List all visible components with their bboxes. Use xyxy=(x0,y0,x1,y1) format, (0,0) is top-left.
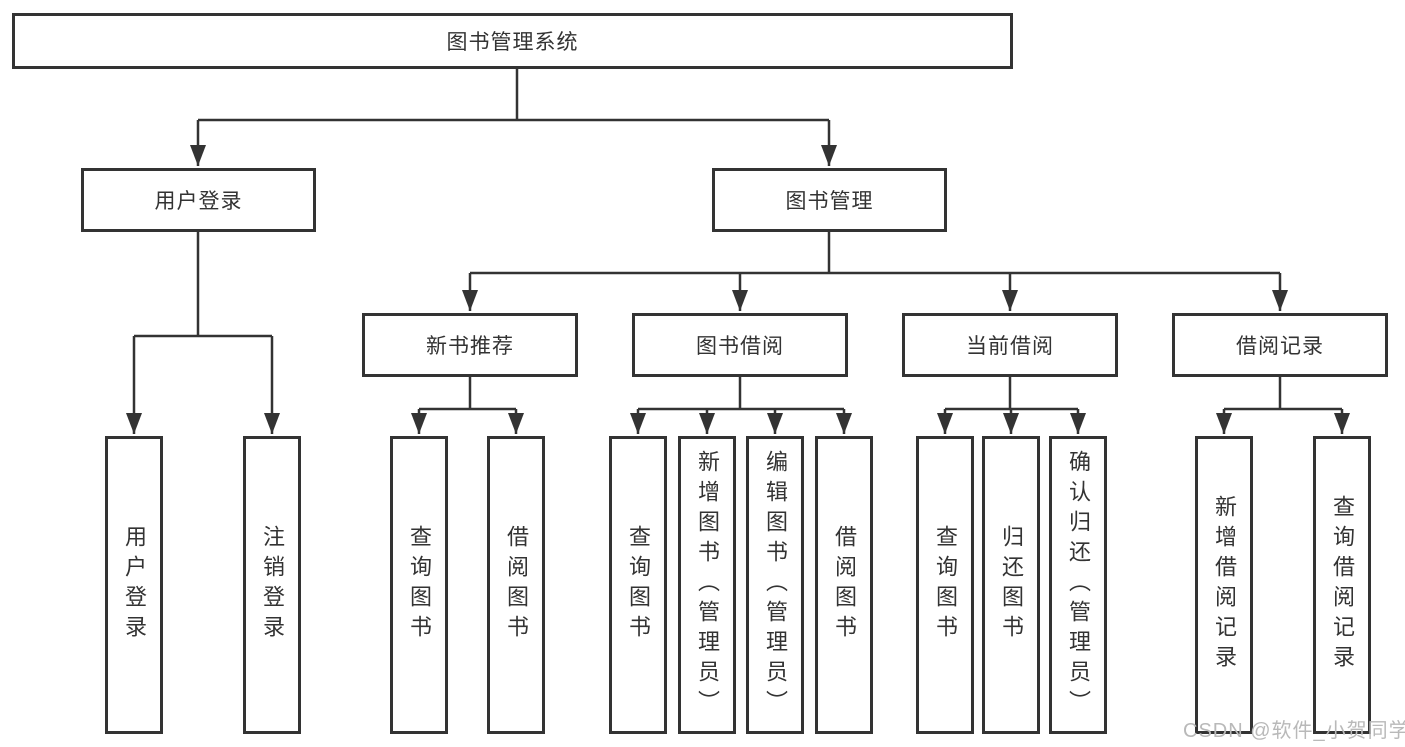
leaf-add-borrow-record: 新增借阅记录 xyxy=(1195,436,1253,734)
leaf-query-books-recommend-label: 查询图书 xyxy=(407,525,432,645)
leaf-user-login: 用户登录 xyxy=(105,436,163,734)
leaf-query-books-current-label: 查询图书 xyxy=(933,525,958,645)
node-user-login: 用户登录 xyxy=(81,168,316,232)
node-current-borrow: 当前借阅 xyxy=(902,313,1118,377)
node-borrow-records: 借阅记录 xyxy=(1172,313,1388,377)
leaf-return-book: 归还图书 xyxy=(982,436,1040,734)
leaf-query-borrow-record: 查询借阅记录 xyxy=(1313,436,1371,734)
connector-root-to-level2 xyxy=(190,69,837,166)
connector-current-borrow-children xyxy=(937,377,1086,434)
leaf-add-borrow-record-label: 新增借阅记录 xyxy=(1212,495,1237,675)
leaf-add-book-admin: 新增图书（管理员） xyxy=(678,436,736,734)
node-book-borrow: 图书借阅 xyxy=(632,313,848,377)
leaf-query-books-borrow: 查询图书 xyxy=(609,436,667,734)
node-book-management: 图书管理 xyxy=(712,168,947,232)
node-library-management-system: 图书管理系统 xyxy=(12,13,1013,69)
leaf-confirm-return-admin: 确认归还（管理员） xyxy=(1049,436,1107,734)
leaf-query-books-current: 查询图书 xyxy=(916,436,974,734)
leaf-user-login-label: 用户登录 xyxy=(122,525,147,645)
leaf-borrow-books-recommend: 借阅图书 xyxy=(487,436,545,734)
leaf-edit-book-admin-label: 编辑图书（管理员） xyxy=(763,450,788,720)
csdn-watermark: CSDN @软件_小贺同学 xyxy=(1183,720,1405,742)
leaf-logout-label: 注销登录 xyxy=(260,525,285,645)
leaf-confirm-return-admin-label: 确认归还（管理员） xyxy=(1066,450,1091,720)
leaf-query-books-borrow-label: 查询图书 xyxy=(626,525,651,645)
leaf-logout: 注销登录 xyxy=(243,436,301,734)
leaf-borrow-books-label: 借阅图书 xyxy=(832,525,857,645)
leaf-query-borrow-record-label: 查询借阅记录 xyxy=(1330,495,1355,675)
leaf-edit-book-admin: 编辑图书（管理员） xyxy=(746,436,804,734)
node-new-book-recommend: 新书推荐 xyxy=(362,313,578,377)
connector-book-management-children xyxy=(462,232,1288,311)
connector-new-book-recommend-children xyxy=(411,377,524,434)
leaf-add-book-admin-label: 新增图书（管理员） xyxy=(695,450,720,720)
leaf-borrow-books-recommend-label: 借阅图书 xyxy=(504,525,529,645)
connector-borrow-records-children xyxy=(1216,377,1350,434)
connector-user-login-children xyxy=(126,232,280,434)
leaf-return-book-label: 归还图书 xyxy=(999,525,1024,645)
connector-book-borrow-children xyxy=(630,377,852,434)
leaf-borrow-books: 借阅图书 xyxy=(815,436,873,734)
leaf-query-books-recommend: 查询图书 xyxy=(390,436,448,734)
